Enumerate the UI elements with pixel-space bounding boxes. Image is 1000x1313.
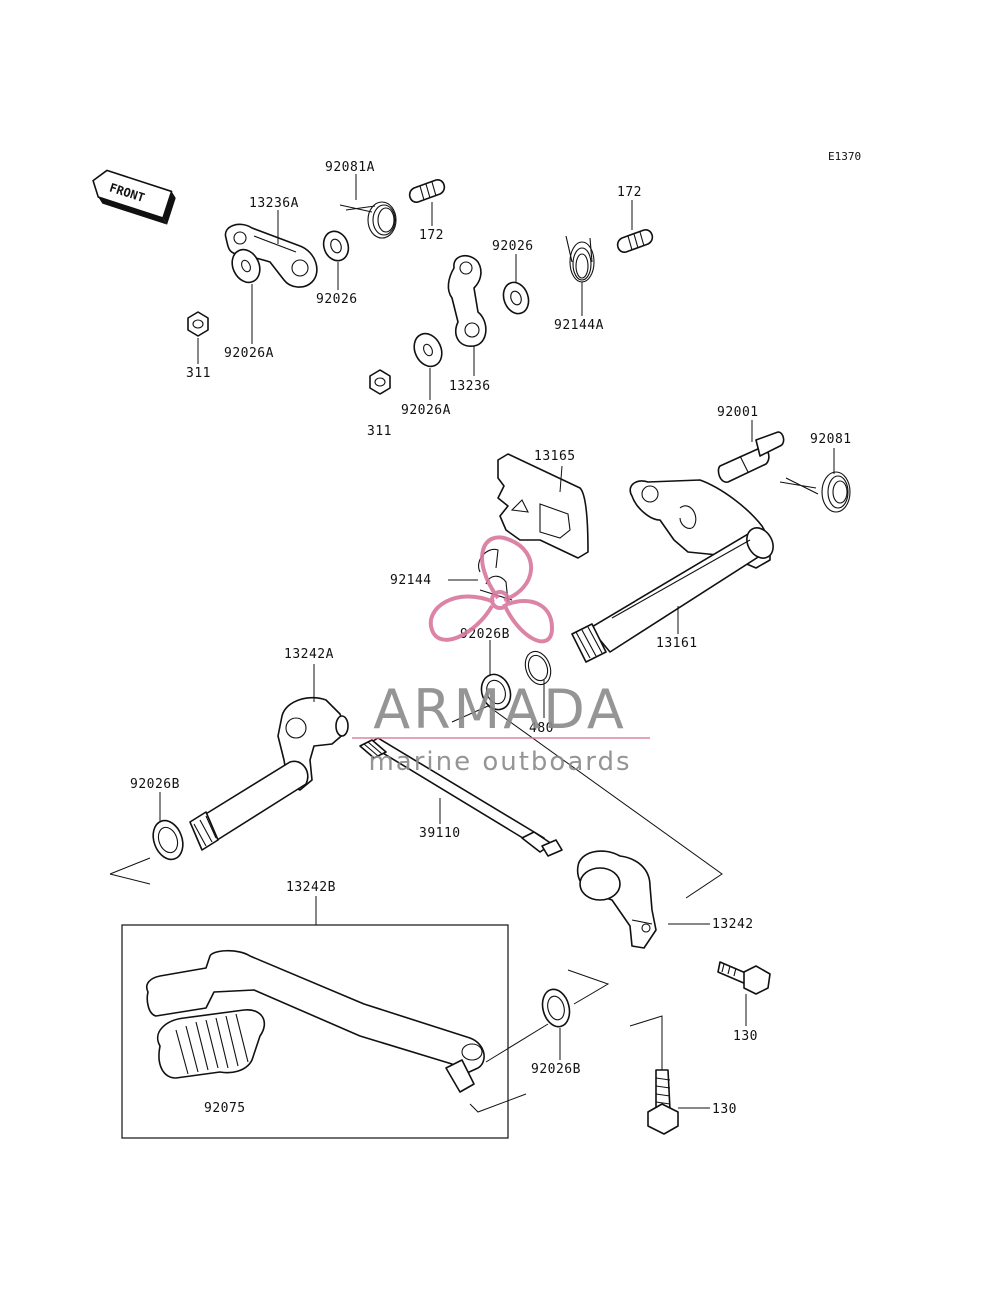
armada-watermark: ARMADA marine outboards — [352, 535, 650, 777]
callout-92144a: 92144A — [554, 318, 604, 333]
part-92081a-spring — [339, 201, 397, 239]
callout-311-right: 311 — [367, 424, 392, 439]
callout-13242b: 13242B — [286, 880, 336, 895]
part-92026a-washer-left — [231, 248, 261, 284]
watermark-brand: ARMADA — [373, 678, 627, 741]
front-direction-arrow: FRONT — [92, 169, 176, 225]
part-13161-shaft — [571, 479, 774, 663]
part-92081-spring — [779, 471, 851, 513]
callout-92081a: 92081A — [325, 160, 375, 175]
part-311-nut-left — [187, 311, 209, 337]
part-92026-washer-right — [502, 281, 530, 315]
part-13242a-lever — [189, 696, 349, 851]
callout-13161: 13161 — [656, 636, 698, 651]
callout-39110: 39110 — [419, 826, 461, 841]
part-130-bolt-right — [717, 961, 771, 995]
part-92144a-spring — [565, 235, 595, 283]
callout-480: 480 — [529, 721, 554, 736]
callout-92026-left: 92026 — [316, 292, 358, 307]
part-92026-washer-left — [322, 230, 350, 262]
callout-130-right: 130 — [733, 1029, 758, 1044]
callout-92026b-left: 92026B — [130, 777, 180, 792]
callout-13236: 13236 — [449, 379, 491, 394]
callout-311-left: 311 — [186, 366, 211, 381]
callout-13242: 13242 — [712, 917, 754, 932]
callout-92026-right: 92026 — [492, 239, 534, 254]
propeller-logo-icon — [428, 535, 555, 644]
part-13242-lever — [576, 850, 657, 949]
callout-130-bottom: 130 — [712, 1102, 737, 1117]
part-92026b-washer-lower — [541, 988, 571, 1028]
part-92026a-washer-right — [413, 332, 443, 368]
callout-172-right: 172 — [617, 185, 642, 200]
callout-92026a-right: 92026A — [401, 403, 451, 418]
callout-13236a: 13236A — [249, 196, 299, 211]
leader-lines — [159, 174, 835, 1109]
callout-92001: 92001 — [717, 405, 759, 420]
part-13242b-pedal — [145, 949, 485, 1093]
callout-172-upper: 172 — [419, 228, 444, 243]
part-13165-plate — [497, 453, 589, 559]
part-130-bolt-bottom — [647, 1069, 679, 1135]
callout-92075: 92075 — [204, 1101, 246, 1116]
part-172-pin-right — [616, 229, 654, 253]
watermark-tagline: marine outboards — [368, 747, 631, 777]
callout-92144: 92144 — [390, 573, 432, 588]
callout-92026b-lower: 92026B — [531, 1062, 581, 1077]
part-172-pin-upper — [408, 179, 446, 203]
part-39110-tie-rod — [359, 737, 563, 857]
part-92001-stud — [717, 431, 785, 483]
callout-92026a-left: 92026A — [224, 346, 274, 361]
callout-13242a: 13242A — [284, 647, 334, 662]
part-13236-arm — [447, 255, 487, 347]
drawing-code: E1370 — [828, 150, 861, 163]
group-13242b-box — [121, 924, 509, 1139]
callout-92081: 92081 — [810, 432, 852, 447]
part-92075-rubber — [157, 1009, 266, 1079]
part-92026b-washer-left — [152, 819, 184, 861]
assembly-lines — [109, 705, 723, 1113]
callout-13165: 13165 — [534, 449, 576, 464]
callout-92026b-middle: 92026B — [460, 627, 510, 642]
part-311-nut-right — [369, 369, 391, 395]
